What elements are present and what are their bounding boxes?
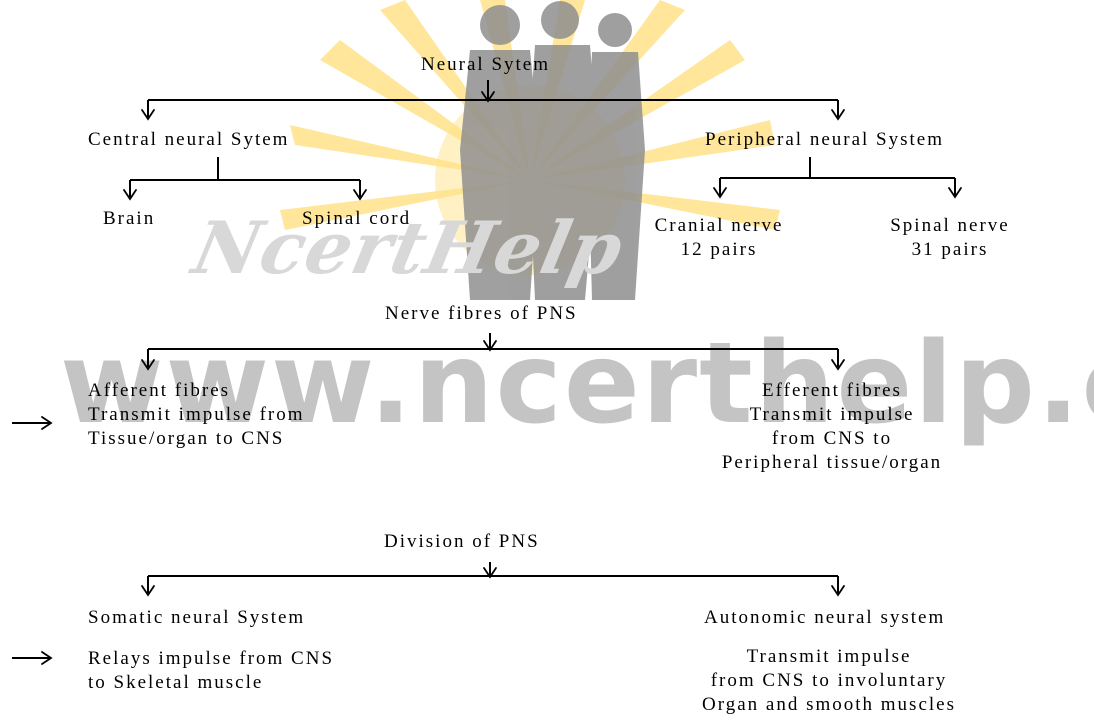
- node-spinal-nerve: Spinal nerve 31 pairs: [890, 215, 1010, 260]
- node-peripheral-neural-system: Peripheral neural System: [705, 129, 945, 150]
- node-central-neural-system: Central neural Sytem: [88, 129, 290, 150]
- arrowhead: [141, 359, 155, 371]
- node-brain: Brain: [103, 208, 156, 229]
- arrowhead: [481, 91, 495, 103]
- arrowhead: [831, 359, 845, 371]
- node-cranial-nerve: Cranial nerve 12 pairs: [654, 215, 784, 260]
- arrowhead: [141, 585, 155, 597]
- arrowhead: [41, 651, 53, 665]
- node-spinal-cord: Spinal cord: [302, 208, 412, 229]
- node-somatic-description: Relays impulse from CNS to Skeletal musc…: [88, 648, 335, 693]
- arrowhead: [713, 187, 727, 199]
- node-nerve-fibres-of-pns: Nerve fibres of PNS: [385, 303, 578, 324]
- node-efferent-fibres: Efferent fibres Transmit impulse from CN…: [721, 380, 943, 473]
- arrowhead: [123, 189, 137, 201]
- arrowhead: [948, 187, 962, 199]
- node-neural-system: Neural Sytem: [421, 54, 551, 75]
- arrowhead: [353, 189, 367, 201]
- arrowhead: [831, 109, 845, 121]
- arrowhead: [483, 567, 497, 579]
- node-afferent-fibres: Afferent fibres Transmit impulse from Ti…: [88, 380, 305, 449]
- arrowhead: [141, 109, 155, 121]
- node-autonomic-description: Transmit impulse from CNS to involuntary…: [702, 646, 956, 715]
- arrowhead: [483, 340, 497, 352]
- node-somatic-neural-system: Somatic neural System: [88, 607, 306, 628]
- arrowhead: [831, 585, 845, 597]
- node-division-of-pns: Division of PNS: [384, 531, 540, 552]
- arrowhead: [41, 416, 53, 430]
- node-autonomic-neural-system: Autonomic neural system: [704, 607, 946, 628]
